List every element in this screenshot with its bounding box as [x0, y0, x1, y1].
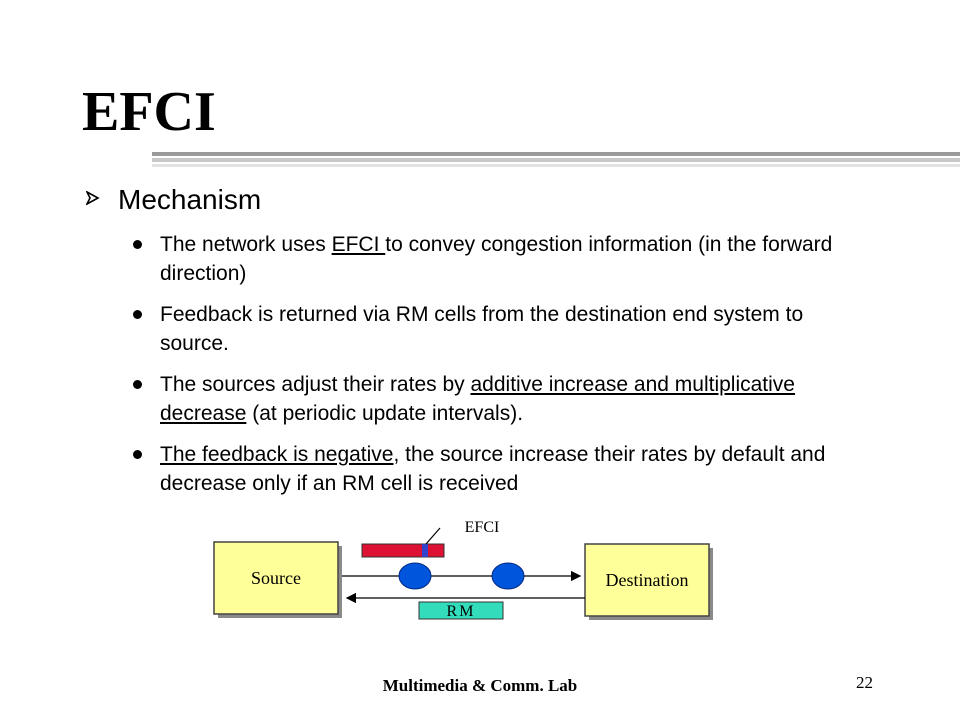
efci-bit: [422, 544, 428, 557]
source-label: Source: [251, 568, 301, 588]
source-box: [213, 541, 339, 615]
bullet-text: The network uses EFCI to convey congesti…: [160, 230, 873, 288]
text-run: The sources adjust their rates by: [160, 373, 471, 396]
bullet-text: The sources adjust their rates by additi…: [160, 370, 873, 428]
bullet-item: The feedback is negative, the source inc…: [133, 440, 873, 498]
node-circle: [398, 562, 432, 590]
destination-label: Destination: [606, 570, 689, 590]
title-rule: [152, 164, 960, 167]
bullet-item: The sources adjust their rates by additi…: [133, 370, 873, 428]
underlined-phrase: additive increase and multiplicative dec…: [160, 373, 795, 425]
destination-box: [584, 543, 710, 617]
bullet-item: The network uses EFCI to convey congesti…: [133, 230, 873, 288]
rm-label: RM: [447, 603, 476, 620]
bullet-dot-icon: [133, 450, 142, 459]
node-circle: [491, 562, 525, 590]
bullet-dot-icon: [133, 310, 142, 319]
text-run: (at periodic update intervals).: [246, 402, 524, 425]
efci-diagram: Source Destination EFCI RM: [213, 519, 713, 620]
level1-item: Mechanism: [85, 184, 262, 216]
efci-label: EFCI: [465, 519, 500, 536]
underlined-phrase: The feedback is negative: [160, 443, 394, 466]
rm-cell: [418, 601, 504, 620]
bullet-item: Feedback is returned via RM cells from t…: [133, 300, 873, 358]
page-number: 22: [856, 673, 873, 692]
arrow-bullet-icon: [85, 189, 108, 210]
title-rule: [152, 158, 960, 162]
text-run: The network uses: [160, 233, 332, 256]
footer-lab: Multimedia & Comm. Lab: [382, 676, 578, 695]
level1-text: Mechanism: [118, 184, 262, 215]
slide-title: EFCI: [82, 81, 216, 143]
title-rule: [152, 152, 960, 156]
underlined-phrase: EFCI: [331, 233, 386, 256]
bullet-text: Feedback is returned via RM cells from t…: [160, 300, 873, 358]
text-run: , the source increase their rates by def…: [160, 443, 826, 495]
text-run: to convey congestion information (in the…: [160, 233, 833, 285]
bullet-dot-icon: [133, 380, 142, 389]
text-run: Feedback is returned via RM cells from t…: [160, 303, 804, 355]
efci-pointer: [425, 527, 441, 545]
efci-cell: [361, 543, 445, 558]
bullet-dot-icon: [133, 240, 142, 249]
bullet-list: The network uses EFCI to convey congesti…: [133, 230, 873, 510]
bullet-text: The feedback is negative, the source inc…: [160, 440, 873, 498]
